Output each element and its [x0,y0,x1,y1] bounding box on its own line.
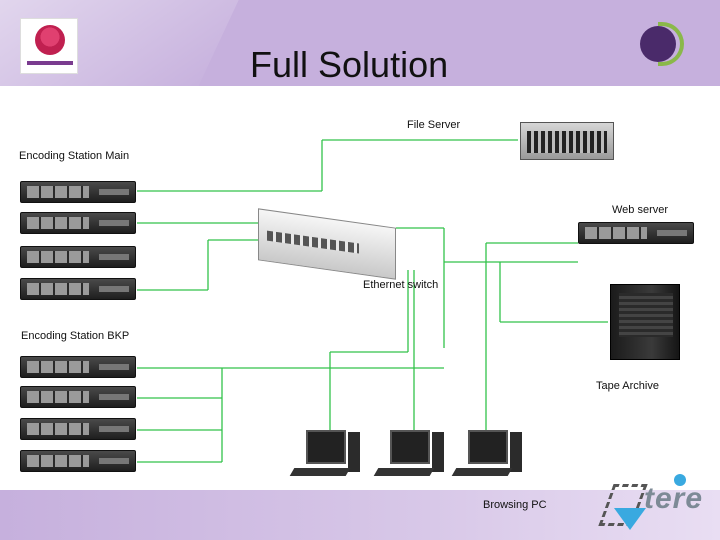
server-icon [20,418,136,440]
browsing-pc-label: Browsing PC [483,499,547,511]
web-server-label: Web server [612,204,669,216]
logo-emblem [35,25,65,55]
tere-logo: tere [598,474,716,536]
slide-header [0,0,720,86]
server-icon [20,246,136,268]
desktop-pc-icon [289,430,362,478]
slide-footer [0,490,720,540]
ethernet-switch-label: Ethernet switch [363,279,439,291]
tape-archive-label: Tape Archive [596,380,659,392]
wave-logo-icon [640,20,686,66]
desktop-pc-icon [373,430,446,478]
server-icon [20,212,136,234]
server-icon [578,222,694,244]
server-icon [20,278,136,300]
server-icon [20,450,136,472]
server-icon [20,356,136,378]
server-icon [20,386,136,408]
file-server-label: File Server [407,119,461,131]
server-icon [20,181,136,203]
logo-bar [27,61,73,65]
desktop-pc-icon [451,430,524,478]
encoding-bkp-label: Encoding Station BKP [21,330,130,342]
storage-array-icon [520,122,614,160]
tape-library-icon [610,284,680,360]
organization-logo [20,18,78,74]
slide-title: Full Solution [250,44,449,85]
encoding-main-label: Encoding Station Main [19,150,130,162]
